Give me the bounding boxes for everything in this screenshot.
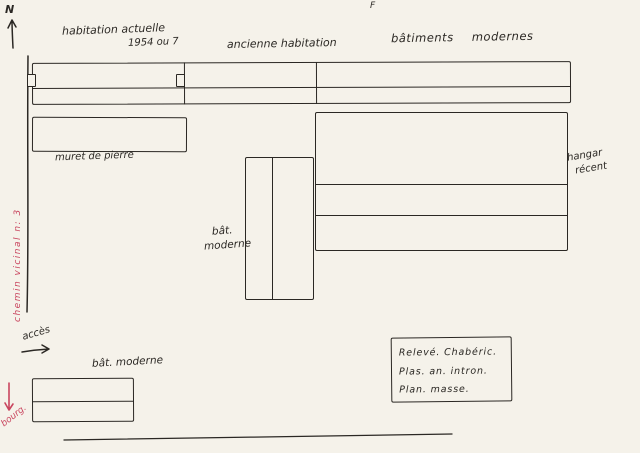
label-bat-moderne-sud: bât. moderne bbox=[91, 354, 164, 370]
legend-box: Relevé. Chabéric. Plas. an. intron. Plan… bbox=[390, 336, 513, 403]
label-bourg: bourg. bbox=[0, 403, 29, 430]
top-band-divider-2 bbox=[315, 61, 318, 104]
bourg-arrow-icon bbox=[4, 382, 14, 411]
hangar-inner-line-1 bbox=[315, 184, 568, 185]
label-chemin-vicinal: chemin vicinal n: 3 bbox=[13, 208, 23, 322]
gate-marker-mid bbox=[176, 74, 185, 87]
label-acces: accès bbox=[21, 324, 52, 343]
south-building-inner-line bbox=[32, 400, 135, 403]
label-habitation-actuelle: habitation actuelle bbox=[61, 21, 166, 38]
legend-line-3: Plan. masse. bbox=[399, 383, 470, 396]
acces-arrow-icon bbox=[21, 344, 50, 354]
road-line-bottom bbox=[63, 433, 453, 441]
label-bat-center-1: bât. bbox=[211, 224, 233, 238]
building-top-band bbox=[31, 61, 572, 105]
hangar-inner-line-2 bbox=[315, 215, 568, 216]
label-ancienne-habitation: ancienne habitation bbox=[226, 36, 337, 51]
muret-outline bbox=[31, 116, 188, 153]
central-building-outline bbox=[245, 157, 314, 300]
legend-line-2: Plas. an. intron. bbox=[398, 365, 488, 378]
page-mark: F bbox=[370, 1, 376, 11]
central-building-divider bbox=[272, 157, 273, 300]
north-label: N bbox=[5, 3, 15, 16]
top-band-inner-line bbox=[32, 86, 572, 89]
label-muret-de-pierre: muret de pierre bbox=[54, 149, 134, 164]
north-arrow-icon bbox=[7, 19, 17, 49]
label-recent: récent bbox=[574, 160, 608, 177]
gate-marker-west bbox=[27, 74, 36, 87]
label-batiments-modernes: bâtiments modernes bbox=[390, 28, 534, 46]
legend-line-1: Relevé. Chabéric. bbox=[398, 346, 498, 359]
label-habitation-date: 1954 ou 7 bbox=[127, 36, 179, 49]
south-building-outline bbox=[31, 377, 135, 423]
road-line-left bbox=[26, 55, 29, 313]
hangar-block-outline bbox=[315, 112, 568, 251]
